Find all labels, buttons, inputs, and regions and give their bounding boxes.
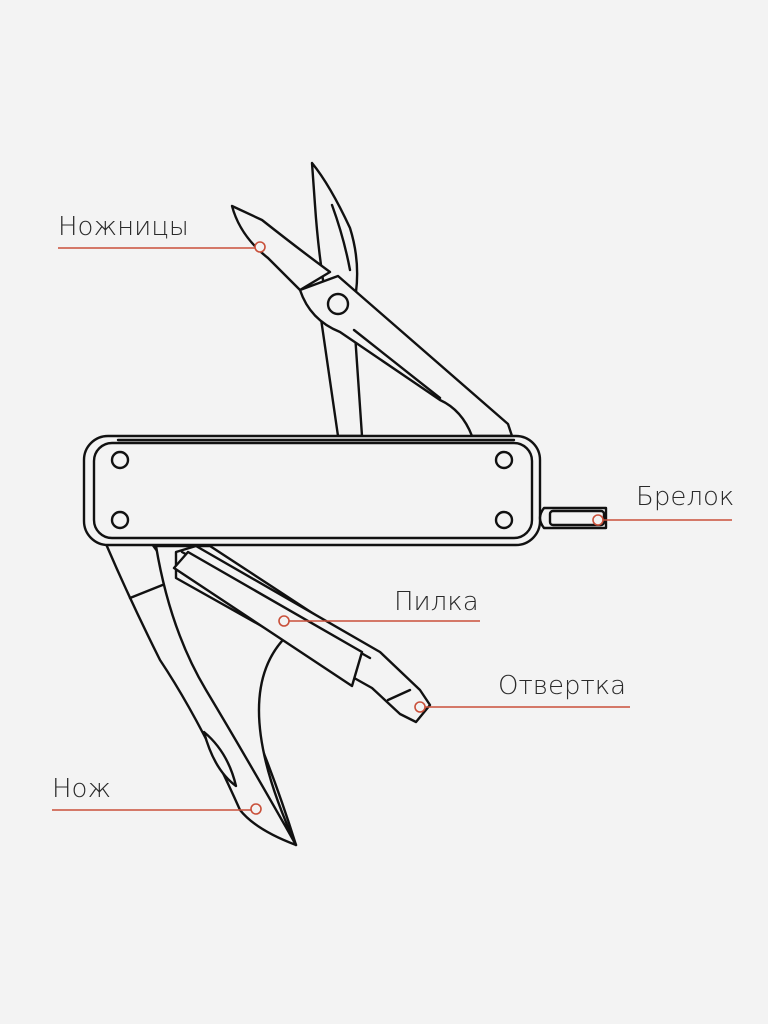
label-knife: Нож xyxy=(52,774,111,804)
scissors-illustration xyxy=(230,161,514,438)
callout-scissors: Ножницы xyxy=(58,212,266,253)
label-keyring: Брелок xyxy=(636,482,734,512)
callout-keyring: Брелок xyxy=(592,482,734,526)
label-screwdriver: Отвертка xyxy=(498,671,626,701)
rivet xyxy=(110,450,130,470)
label-file: Пилка xyxy=(394,587,479,617)
callout-screwdriver: Отвертка xyxy=(414,671,630,713)
label-scissors: Ножницы xyxy=(58,212,189,242)
rivet xyxy=(494,510,514,530)
keyring-illustration xyxy=(538,506,608,530)
callout-knife: Нож xyxy=(52,774,262,815)
rivet xyxy=(494,450,514,470)
screwdriver-illustration xyxy=(172,544,432,724)
knife-handle xyxy=(82,434,542,547)
rivet xyxy=(110,510,130,530)
callout-file: Пилка xyxy=(278,587,480,627)
